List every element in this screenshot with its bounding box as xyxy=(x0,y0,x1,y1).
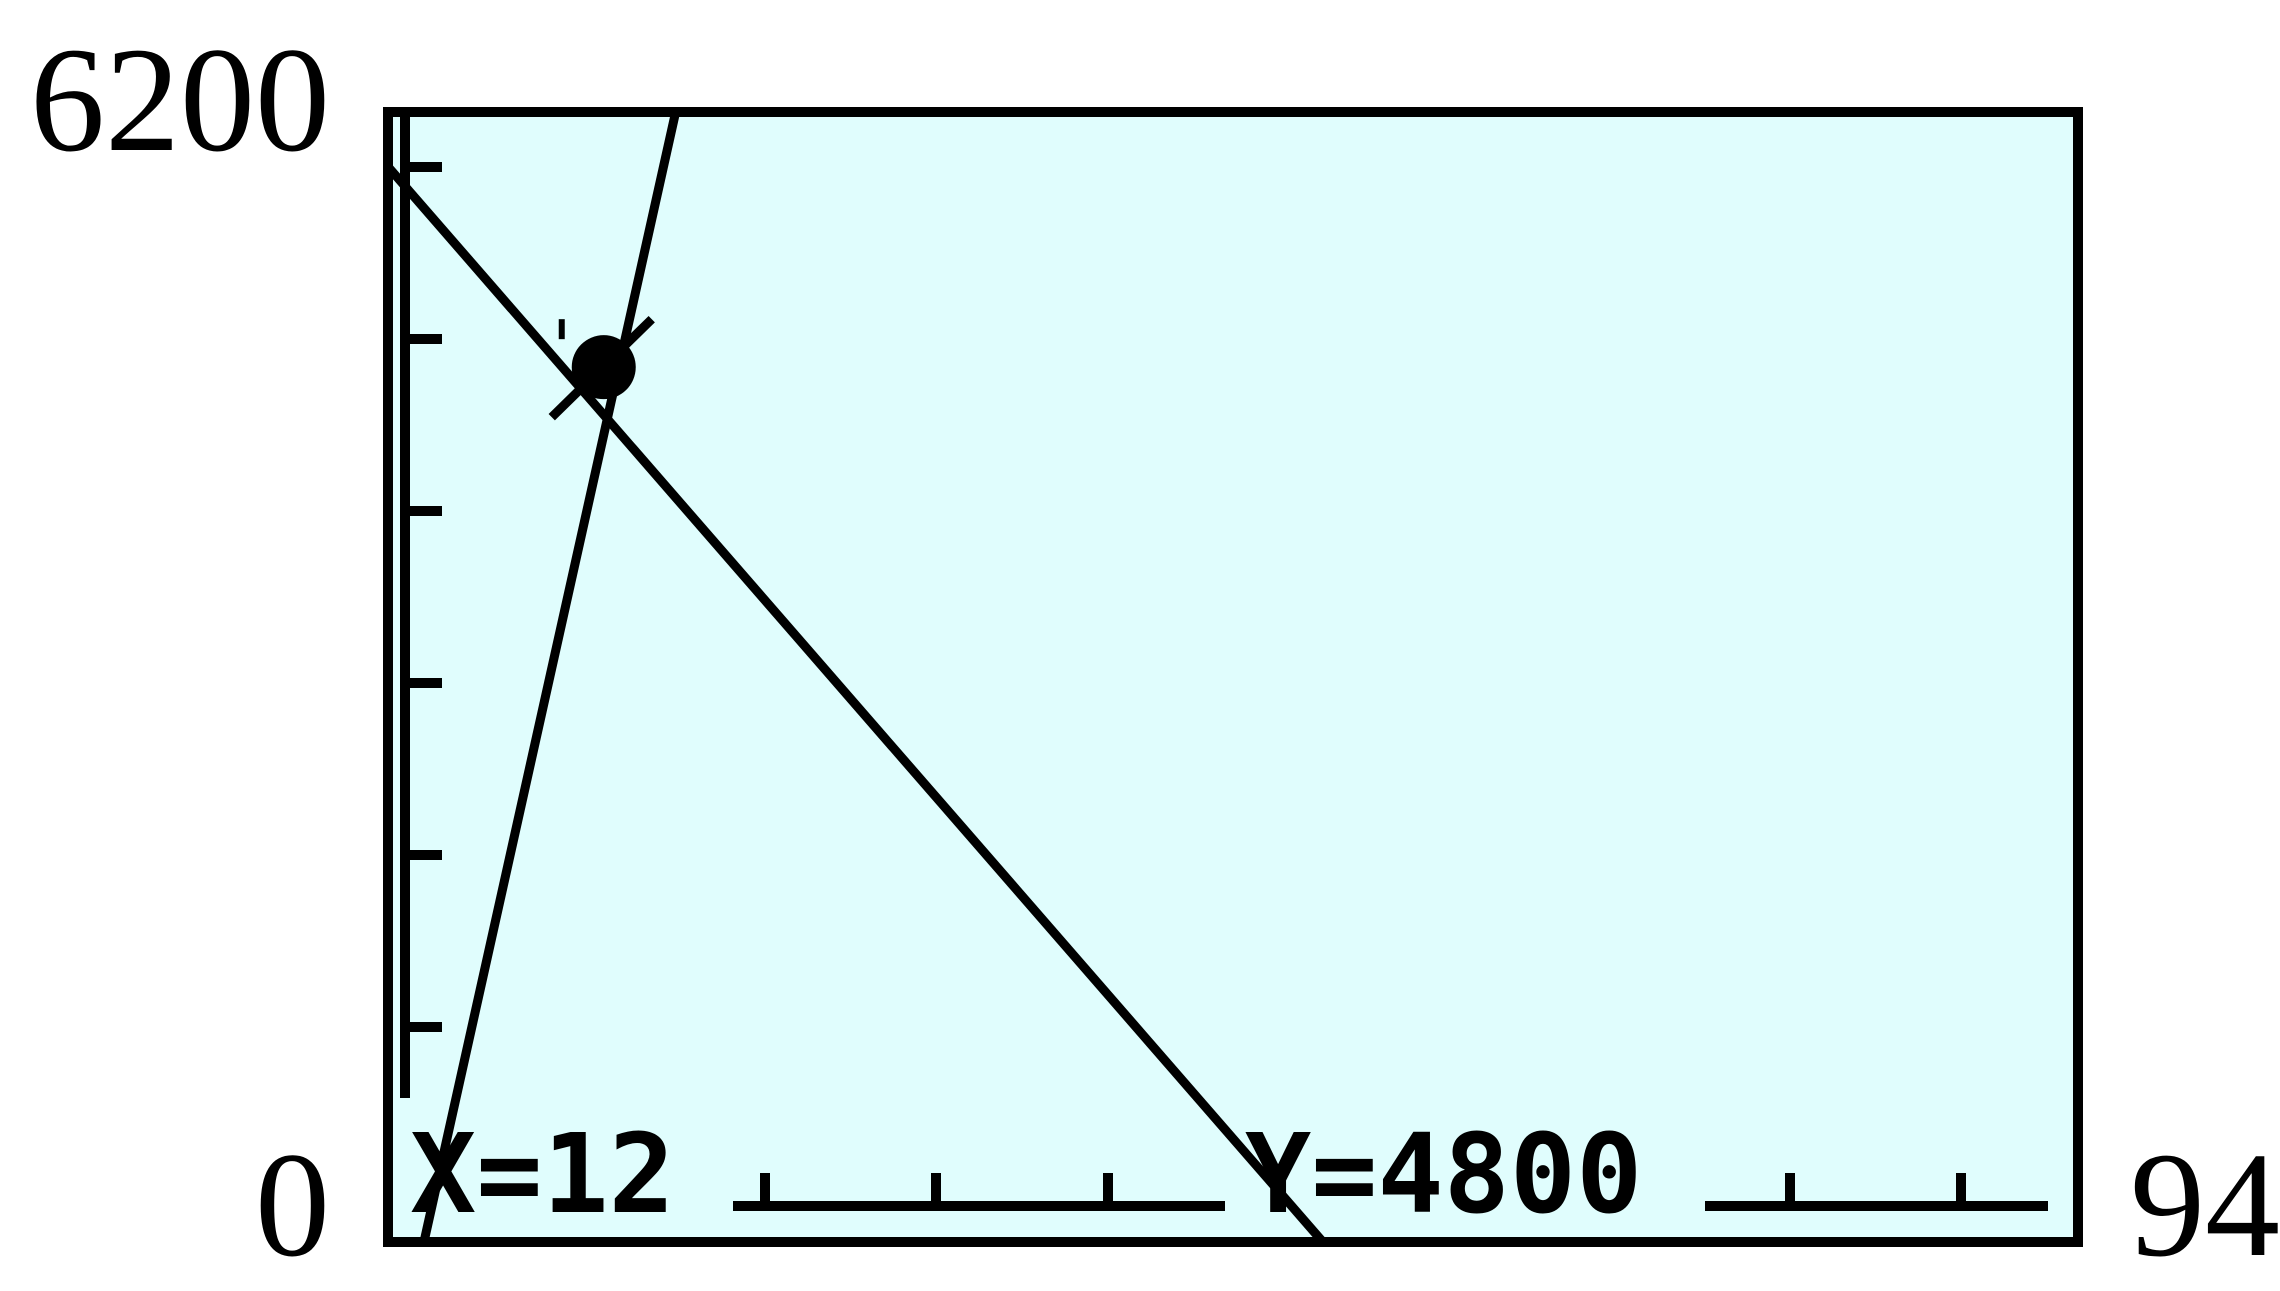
x-max-label: 94 xyxy=(2130,1122,2280,1288)
series-line-1 xyxy=(419,111,681,1243)
graph-lines xyxy=(384,111,1327,1245)
y-max-label: 6200 xyxy=(30,17,330,183)
y-axis xyxy=(400,112,442,1098)
intersection-marker xyxy=(548,315,655,421)
plot-window xyxy=(383,107,2083,1247)
intersection-dot xyxy=(571,335,636,400)
series-line-2 xyxy=(384,163,1327,1245)
y-readout: Y=4800 xyxy=(1245,1110,1642,1238)
x-readout: X=12 xyxy=(410,1110,675,1238)
y-min-label: 0 xyxy=(255,1122,330,1288)
x-axis xyxy=(733,1173,2048,1211)
